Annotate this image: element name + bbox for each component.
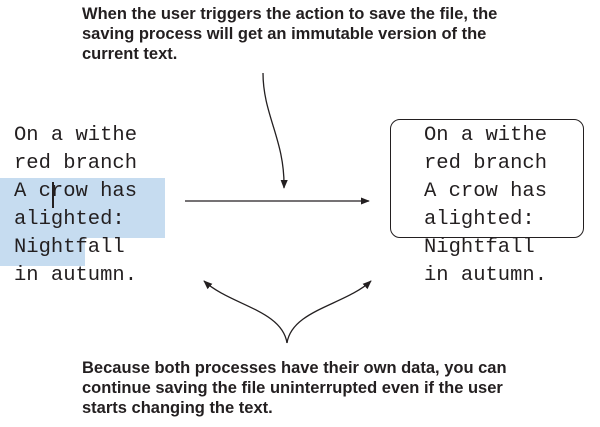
bracket-arrow-left	[203, 280, 288, 344]
text-line: On a withe	[14, 124, 138, 147]
bracket-arrow-right	[286, 280, 372, 344]
text-cursor	[52, 182, 54, 208]
text-line: alighted:	[14, 208, 125, 231]
caption-top: When the user triggers the action to sav…	[82, 5, 498, 63]
text-selection-highlight-tail	[0, 237, 85, 266]
caption-bottom: Because both processes have their own da…	[82, 359, 507, 417]
trigger-arrow	[262, 72, 288, 189]
text-line: red branch	[14, 152, 138, 175]
text-line: alighted:	[424, 208, 535, 231]
text-line: Nightfall	[14, 236, 125, 259]
text-line: A crow has	[14, 180, 138, 203]
editable-text-block[interactable]: On a withe red branch A crow has alighte…	[14, 122, 137, 290]
immutable-copy-frame	[390, 119, 584, 238]
text-line: red branch	[424, 152, 548, 175]
text-line: On a withe	[424, 124, 548, 147]
text-line: in autumn.	[14, 264, 138, 287]
immutable-text-block: On a withe red branch A crow has alighte…	[424, 122, 547, 290]
text-line: in autumn.	[424, 264, 548, 287]
text-line: A crow has	[424, 180, 548, 203]
text-line: Nightfall	[424, 236, 535, 259]
text-selection-highlight	[0, 178, 165, 238]
